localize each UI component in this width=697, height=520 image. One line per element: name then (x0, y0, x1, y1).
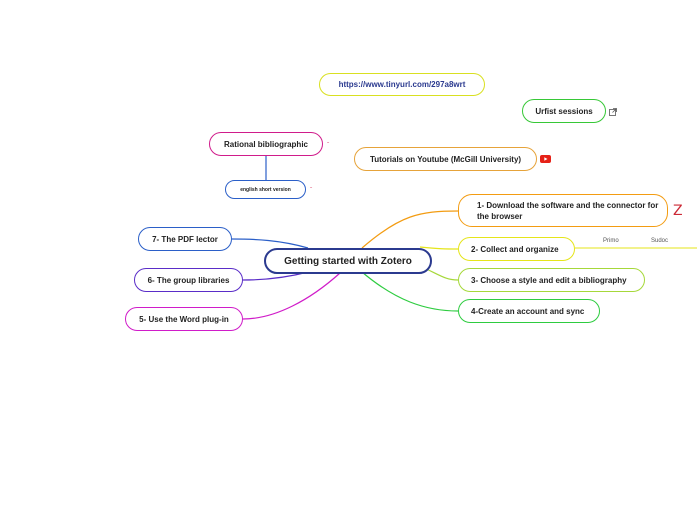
branch-style-node[interactable]: 3- Choose a style and edit a bibliograph… (458, 268, 645, 292)
branch-collect-node[interactable]: 2- Collect and organize (458, 237, 575, 261)
connector-b1 (361, 210, 459, 249)
youtube-icon[interactable] (540, 155, 551, 163)
branch-download-node[interactable]: 1- Download the software and the connect… (458, 194, 668, 227)
rational-link-icon[interactable]: ⋯ (327, 141, 330, 145)
zotero-logo-icon: Z (673, 203, 683, 219)
connector-b2 (419, 246, 459, 250)
subtopic-sudoc[interactable]: Sudoc (651, 238, 669, 244)
english-short-version-node[interactable]: english short version (225, 180, 306, 199)
rational-bibliographic-node[interactable]: Rational bibliographic (209, 132, 323, 156)
connector-b7 (231, 238, 309, 249)
english-link-icon[interactable]: ⋯ (310, 186, 313, 190)
connector-b4 (361, 271, 459, 312)
external-link-icon[interactable] (609, 108, 617, 116)
branch-pdf-lector-node[interactable]: 7- The PDF lector (138, 227, 232, 251)
youtube-tutorials-node[interactable]: Tutorials on Youtube (McGill University) (354, 147, 537, 171)
urfist-sessions-node[interactable]: Urfist sessions (522, 99, 606, 123)
branch-group-libraries-node[interactable]: 6- The group libraries (134, 268, 243, 292)
url-node[interactable]: https://www.tinyurl.com/297a8wrt (319, 73, 485, 96)
branch-account-node[interactable]: 4-Create an account and sync (458, 299, 600, 323)
subtopic-primo[interactable]: Primo (603, 238, 619, 244)
central-topic-node[interactable]: Getting started with Zotero (264, 248, 432, 274)
connector-b5 (242, 272, 341, 320)
branch-word-plugin-node[interactable]: 5- Use the Word plug-in (125, 307, 243, 331)
